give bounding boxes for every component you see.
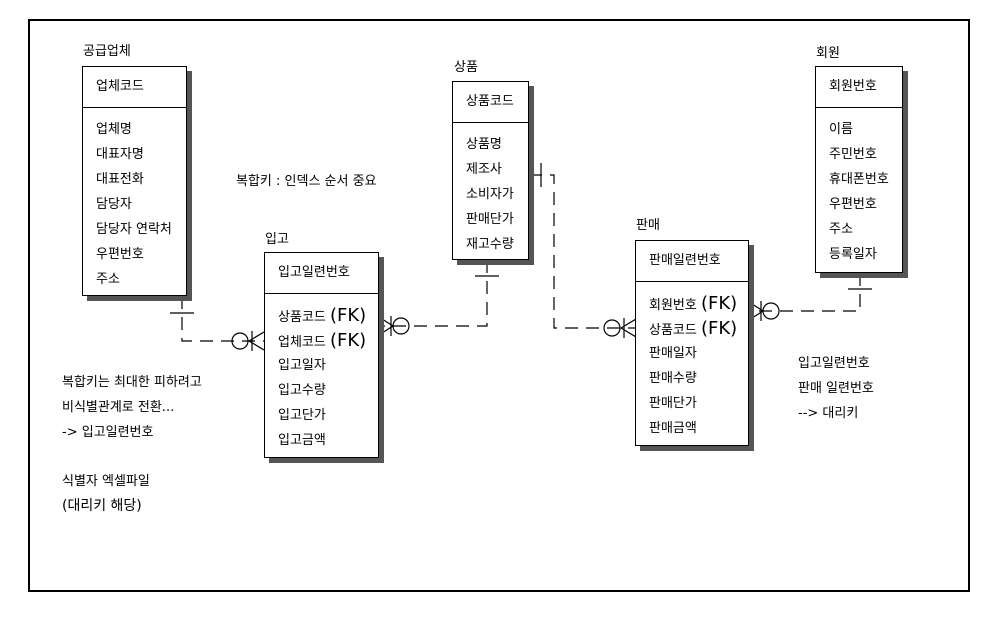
attribute: 소비자가 [466, 187, 514, 202]
rel-member-sale [748, 273, 872, 321]
attribute: 대표자명 [96, 147, 144, 162]
attribute: 주민번호 [829, 147, 877, 162]
pk-attribute: 입고일련번호 [265, 253, 378, 294]
pk-attribute: 판매일련번호 [636, 241, 748, 282]
entity-member[interactable]: 회원번호 이름 주민번호 휴대폰번호 우편번호 주소 등록일자 [815, 66, 903, 273]
attribute: 주소 [96, 272, 120, 287]
attribute: 주소 [829, 222, 853, 237]
entity-sale[interactable]: 판매일련번호 회원번호 (FK) 상품코드 (FK) 판매일자 판매수량 판매단… [635, 240, 749, 446]
attribute: 판매금액 [649, 421, 697, 436]
attribute: 입고일자 [278, 358, 326, 373]
attribute: 등록일자 [829, 247, 877, 262]
attribute: 판매단가 [649, 396, 697, 411]
entity-title-supplier: 공급업체 [83, 44, 131, 59]
entity-title-product: 상품 [454, 60, 478, 75]
note-surrogate-3: --> 대리키 [798, 406, 859, 421]
note-surrogate-2: 판매 일련번호 [798, 381, 874, 396]
note-composite-key: 복합키 : 인덱스 순서 중요 [236, 174, 377, 189]
attribute: 휴대폰번호 [829, 172, 889, 187]
pk-attribute: 회원번호 [816, 67, 902, 108]
fk-attribute: 회원번호 (FK) [649, 293, 738, 314]
attribute: 판매수량 [649, 371, 697, 386]
attribute: 담당자 [96, 197, 132, 212]
attribute: 대표전화 [96, 172, 144, 187]
attribute: 입고수량 [278, 383, 326, 398]
fk-attribute: 업체코드 (FK) [278, 330, 367, 351]
attribute: 판매일자 [649, 346, 697, 361]
attribute: 담당자 연락처 [96, 222, 172, 237]
attribute: 판매단가 [466, 212, 514, 227]
diagram-border [28, 19, 970, 592]
rel-supplier-inbound [170, 296, 265, 351]
entity-product[interactable]: 상품코드 상품명 제조사 소비자가 판매단가 재고수량 [452, 81, 529, 260]
attribute: 우편번호 [829, 197, 877, 212]
attribute: 입고단가 [278, 408, 326, 423]
attribute: 이름 [829, 122, 853, 137]
note-avoid-composite-3: -> 입고일련번호 [62, 425, 154, 440]
note-identifier-2: (대리키 해당) [62, 498, 142, 514]
entity-title-inbound: 입고 [265, 232, 289, 247]
attribute: 제조사 [466, 162, 502, 177]
entity-supplier[interactable]: 업체코드 업체명 대표자명 대표전화 담당자 담당자 연락처 우편번호 주소 [82, 66, 187, 296]
entity-inbound[interactable]: 입고일련번호 상품코드 (FK) 업체코드 (FK) 입고일자 입고수량 입고단… [264, 252, 379, 458]
pk-attribute: 상품코드 [453, 82, 528, 123]
rel-product-inbound [378, 260, 499, 336]
attribute: 재고수량 [466, 237, 514, 252]
note-avoid-composite-1: 복합키는 최대한 피하려고 [62, 375, 202, 390]
fk-attribute: 상품코드 (FK) [649, 318, 738, 339]
attribute: 우편번호 [96, 247, 144, 262]
rel-product-sale [529, 163, 637, 338]
fk-attribute: 상품코드 (FK) [278, 305, 367, 326]
note-avoid-composite-2: 비식별관계로 전환... [62, 400, 175, 415]
attribute: 상품명 [466, 137, 502, 152]
attribute: 업체명 [96, 122, 132, 137]
note-surrogate-1: 입고일련번호 [798, 356, 870, 371]
pk-attribute: 업체코드 [83, 67, 186, 108]
attribute: 입고금액 [278, 433, 326, 448]
entity-title-member: 회원 [816, 46, 840, 61]
entity-title-sale: 판매 [636, 218, 660, 233]
note-identifier-1: 식별자 엑셀파일 [62, 474, 150, 489]
